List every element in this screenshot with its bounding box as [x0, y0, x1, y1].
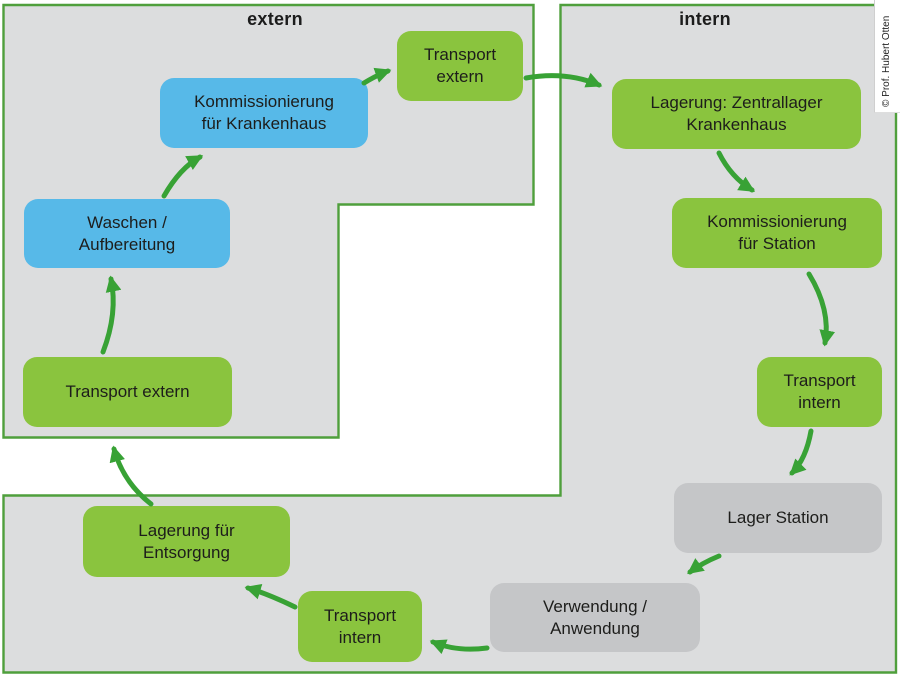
- credit-strip: © Prof. Hubert Otten: [874, 0, 900, 113]
- node-kommissionierung-station: Kommissionierung für Station: [672, 198, 882, 268]
- node-label: Transport extern: [65, 382, 190, 402]
- node-waschen-aufbereitung: Waschen / Aufbereitung: [24, 199, 230, 268]
- node-label: Lager Station: [727, 508, 829, 528]
- region-label-intern: intern: [679, 9, 731, 29]
- arrow-waschen-to-kommissionierung-krankenhaus: [161, 154, 204, 199]
- arrow-transport-intern-unten-to-lagerung-entsorgung: [244, 584, 298, 610]
- arrow-lagerung-entsorgung-to-transport-extern-links: [109, 445, 154, 507]
- arrow-kommissionierung-station-to-transport-intern-rechts: [806, 271, 836, 347]
- node-lager-station: Lager Station: [674, 483, 882, 553]
- node-label: Transport intern: [783, 371, 856, 412]
- node-verwendung-anwendung: Verwendung / Anwendung: [490, 583, 700, 652]
- node-label: Kommissionierung für Krankenhaus: [194, 92, 334, 133]
- node-label: Verwendung / Anwendung: [543, 596, 647, 638]
- arrow-transport-extern-oben-to-lagerung-zentrallager: [523, 72, 603, 88]
- node-transport-extern-links: Transport extern: [23, 357, 232, 427]
- node-label: Lagerung für Entsorgung: [138, 520, 235, 562]
- node-transport-intern-unten: Transport intern: [298, 591, 422, 662]
- arrow-transport-intern-rechts-to-lager-station: [789, 428, 814, 476]
- arrow-lagerung-zentrallager-to-kommissionierung-station: [716, 150, 756, 193]
- credit-text: © Prof. Hubert Otten: [881, 15, 892, 107]
- node-lagerung-zentrallager: Lagerung: Zentrallager Krankenhaus: [612, 79, 861, 149]
- node-transport-extern-oben: Transport extern: [397, 31, 523, 101]
- node-kommissionierung-krankenhaus: Kommissionierung für Krankenhaus: [160, 78, 368, 148]
- node-label: Lagerung: Zentrallager Krankenhaus: [650, 93, 823, 134]
- arrow-verwendung-anwendung-to-transport-intern-unten: [429, 639, 490, 655]
- node-lagerung-entsorgung: Lagerung für Entsorgung: [83, 506, 290, 577]
- node-label: Transport intern: [323, 605, 397, 647]
- node-label: Kommissionierung für Station: [707, 212, 847, 253]
- node-label: Transport extern: [423, 45, 497, 86]
- node-label: Waschen / Aufbereitung: [78, 212, 176, 254]
- arrow-kommissionierung-krankenhaus-to-transport-extern-oben: [361, 67, 392, 86]
- arrow-lager-station-to-verwendung-anwendung: [687, 553, 722, 575]
- node-transport-intern-rechts: Transport intern: [757, 357, 882, 427]
- arrow-transport-extern-links-to-waschen: [100, 275, 122, 355]
- region-label-extern: extern: [247, 9, 303, 29]
